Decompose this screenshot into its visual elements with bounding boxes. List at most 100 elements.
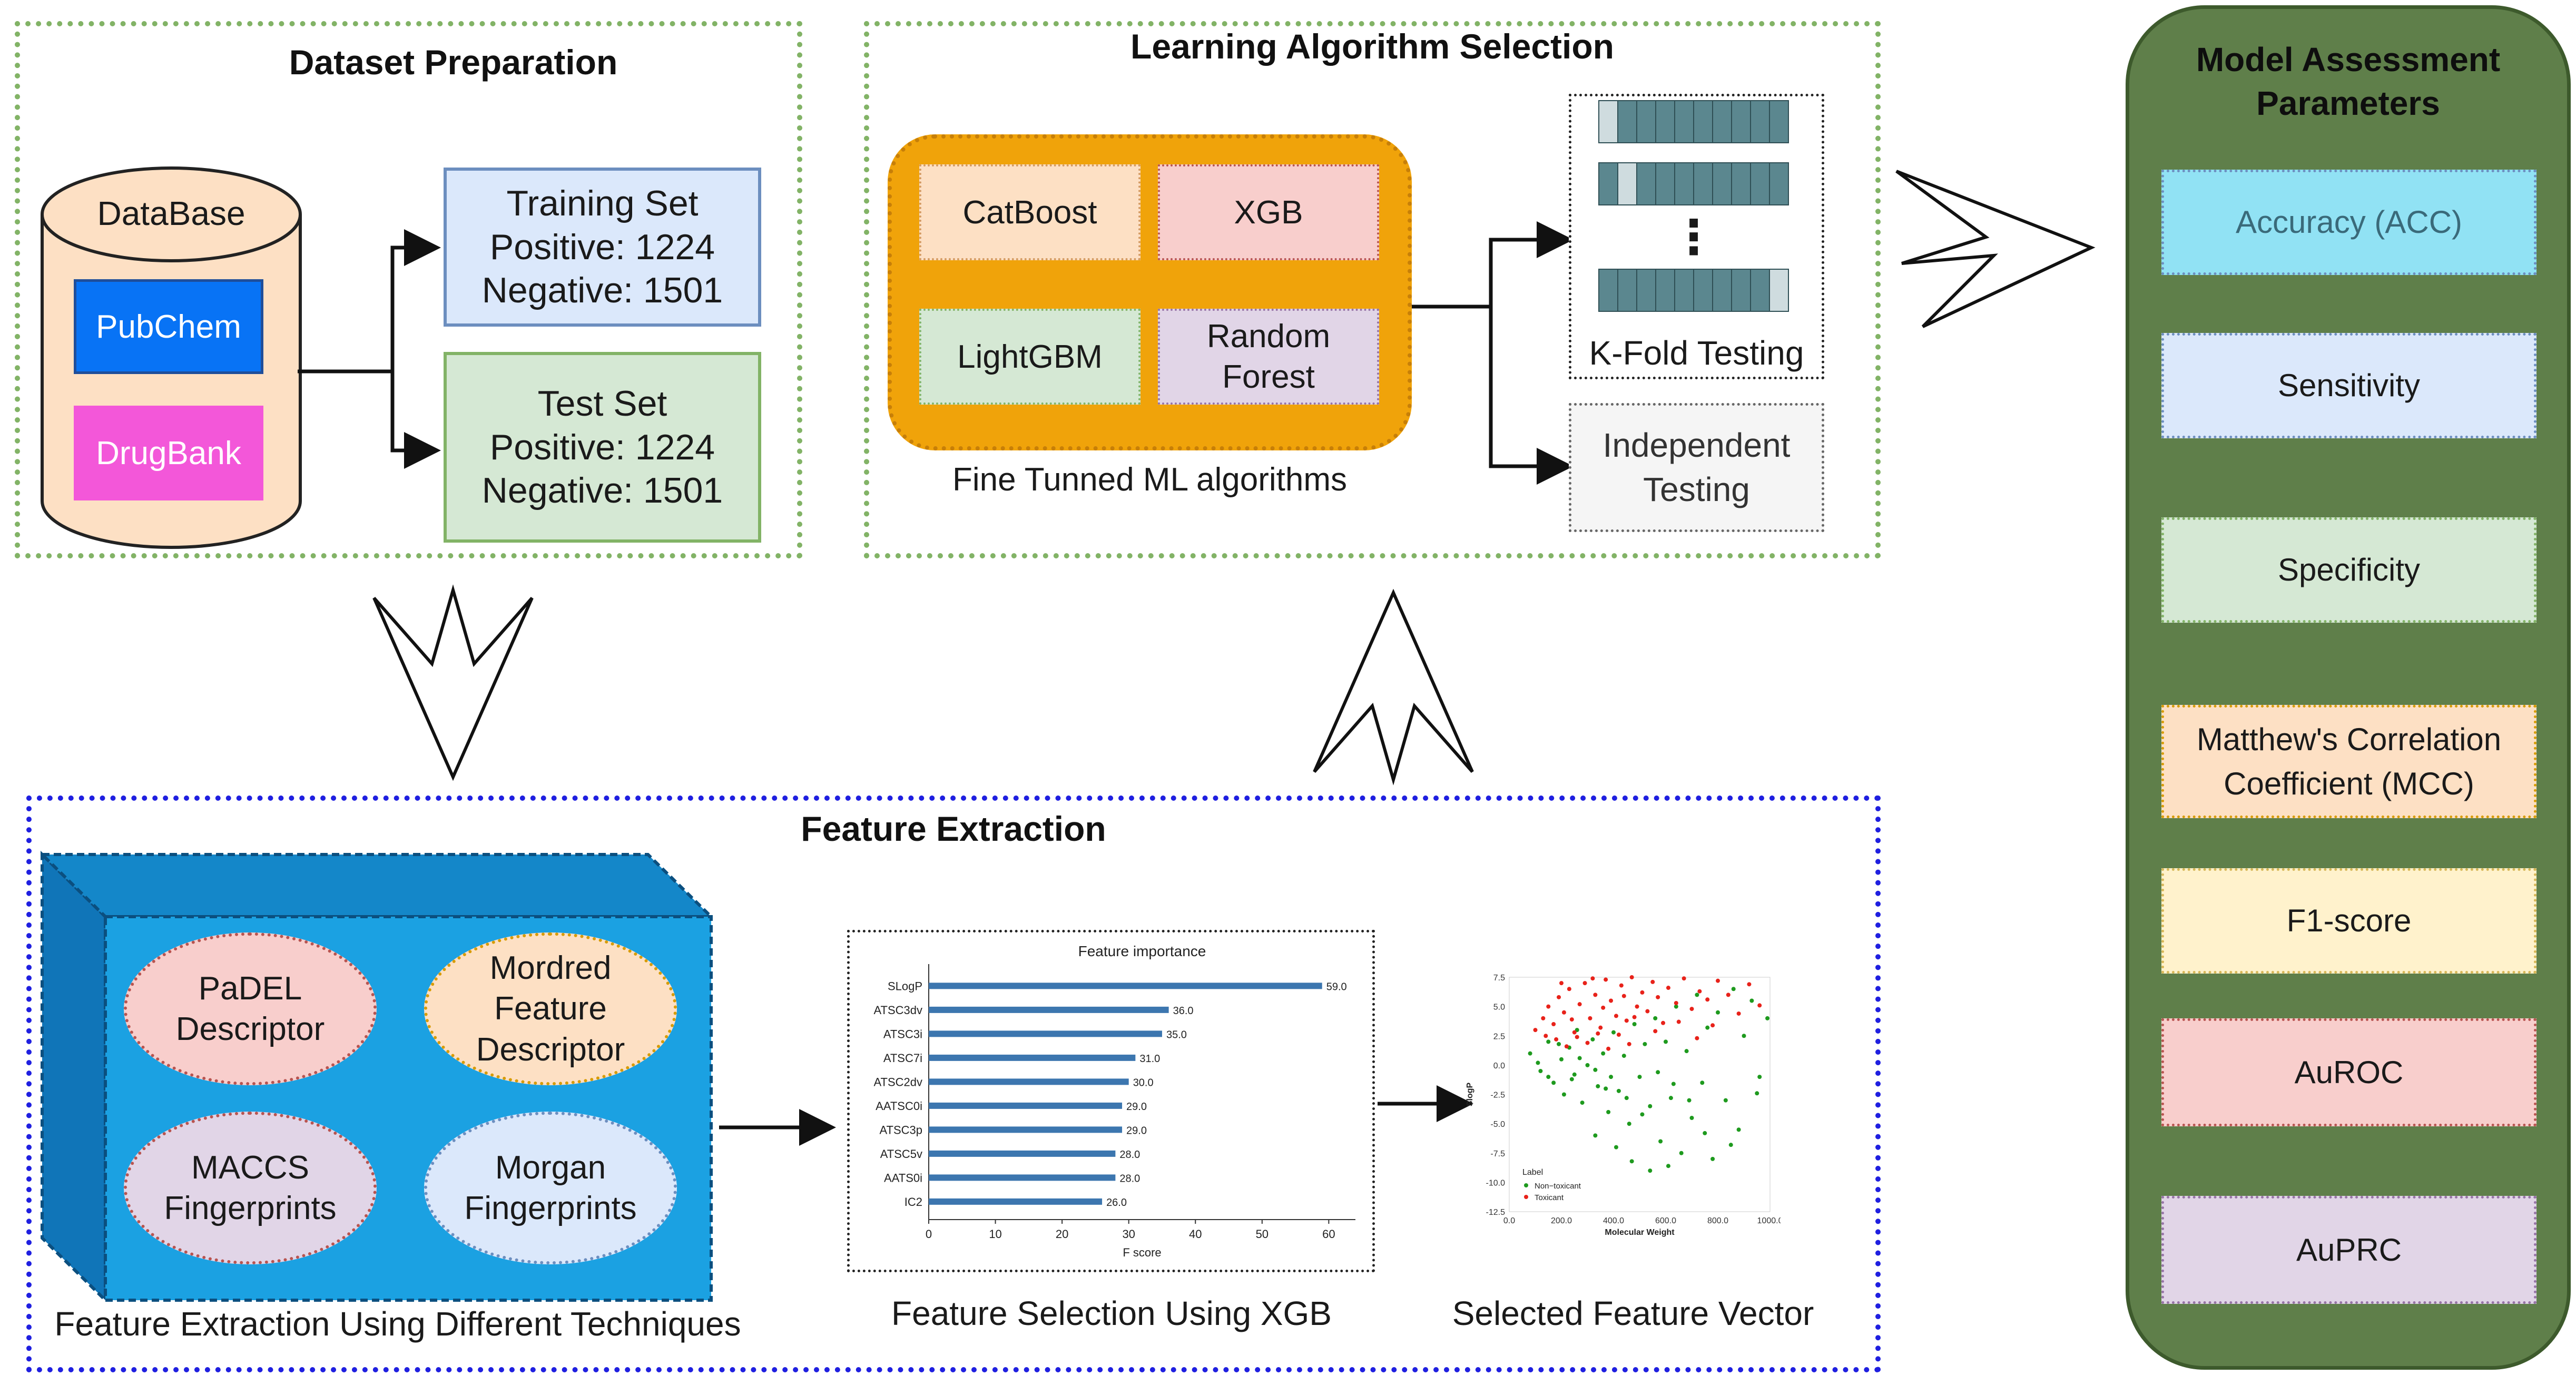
metric-auroc: AuROC bbox=[2161, 1018, 2536, 1126]
non-toxicant-point bbox=[1629, 1159, 1634, 1164]
feature-tick-label: ATSC3dv bbox=[873, 1004, 922, 1017]
kfold-train-fold bbox=[1636, 100, 1656, 143]
toxicant-point bbox=[1747, 982, 1752, 987]
x-tick-label: 1000.0 bbox=[1757, 1216, 1781, 1225]
non-toxicant-point bbox=[1703, 1131, 1707, 1135]
toxicant-point bbox=[1533, 1028, 1538, 1033]
algo-lightgbm: LightGBM bbox=[919, 309, 1140, 405]
chart-title: Feature importance bbox=[1078, 943, 1206, 959]
arrow-to-vector bbox=[1378, 1085, 1473, 1122]
toxicant-point bbox=[1621, 994, 1626, 998]
test-set-title: Test Set bbox=[537, 383, 667, 424]
feature-tick-label: ATSC3i bbox=[883, 1027, 922, 1040]
toxicant-point bbox=[1666, 986, 1670, 990]
y-tick-label: 2.5 bbox=[1493, 1032, 1505, 1041]
feature-tick-label: ATSC3p bbox=[879, 1123, 922, 1136]
non-toxicant-point bbox=[1671, 1082, 1676, 1086]
toxicant-point bbox=[1695, 1036, 1699, 1040]
non-toxicant-point bbox=[1604, 1086, 1608, 1091]
feature-tick-label: IC2 bbox=[904, 1195, 922, 1209]
non-toxicant-point bbox=[1653, 1016, 1658, 1020]
toxicant-point bbox=[1546, 1004, 1551, 1009]
toxicant-point bbox=[1582, 981, 1587, 986]
metric-auprc: AuPRC bbox=[2161, 1196, 2536, 1304]
kfold-train-fold bbox=[1636, 162, 1656, 205]
toxicant-point bbox=[1710, 1023, 1715, 1028]
non-toxicant-point bbox=[1614, 1145, 1618, 1150]
y-tick-label: 0.0 bbox=[1493, 1062, 1505, 1070]
non-toxicant-point bbox=[1590, 1037, 1595, 1042]
arrow-to-feature-extraction bbox=[372, 584, 534, 781]
kfold-train-fold bbox=[1712, 162, 1732, 205]
database-label: DataBase bbox=[97, 194, 245, 232]
scatter-y-label: SlogP bbox=[1466, 1083, 1474, 1107]
non-toxicant-point bbox=[1538, 1069, 1543, 1073]
kfold-train-fold bbox=[1655, 162, 1675, 205]
toxicant-point bbox=[1588, 1016, 1592, 1020]
y-tick-label: -7.5 bbox=[1490, 1150, 1505, 1158]
feature-bar bbox=[929, 1006, 1169, 1013]
kfold-train-fold bbox=[1598, 269, 1618, 312]
non-toxicant-point bbox=[1643, 1042, 1647, 1046]
kfold-train-fold bbox=[1769, 100, 1789, 143]
toxicant-point bbox=[1736, 1011, 1741, 1016]
pubchem-box: PubChem bbox=[74, 279, 263, 374]
legend-marker bbox=[1524, 1183, 1528, 1187]
non-toxicant-point bbox=[1755, 1091, 1759, 1096]
non-toxicant-point bbox=[1742, 1034, 1746, 1038]
arrow-to-learning bbox=[1313, 588, 1474, 785]
feature-tick-label: ATSC2dv bbox=[873, 1075, 922, 1088]
independent-testing-box: Independent Testing bbox=[1569, 403, 1824, 532]
non-toxicant-point bbox=[1632, 1022, 1637, 1026]
legend-entry: Non−toxicant bbox=[1535, 1182, 1581, 1191]
x-tick-label: 30 bbox=[1122, 1227, 1135, 1241]
non-toxicant-point bbox=[1679, 1151, 1684, 1155]
non-toxicant-point bbox=[1624, 1096, 1629, 1101]
learning-panel bbox=[864, 21, 1881, 558]
training-set-negative: Negative: 1501 bbox=[481, 270, 723, 311]
non-toxicant-point bbox=[1596, 1084, 1600, 1088]
non-toxicant-point bbox=[1640, 1112, 1645, 1117]
x-tick-label: 400.0 bbox=[1603, 1216, 1624, 1225]
feature-bar bbox=[929, 1150, 1116, 1157]
kfold-train-fold bbox=[1731, 100, 1751, 143]
metric-accuracy: Accuracy (ACC) bbox=[2161, 170, 2536, 275]
toxicant-point bbox=[1624, 1018, 1629, 1023]
toxicant-point bbox=[1656, 995, 1660, 999]
toxicant-point bbox=[1590, 976, 1595, 981]
toxicant-point bbox=[1632, 1015, 1637, 1019]
dataset-title: Dataset Preparation bbox=[289, 43, 618, 82]
non-toxicant-point bbox=[1736, 1127, 1741, 1132]
non-toxicant-point bbox=[1609, 1075, 1614, 1079]
non-toxicant-point bbox=[1611, 1030, 1616, 1035]
y-tick-label: 7.5 bbox=[1493, 974, 1505, 983]
feature-bar bbox=[929, 1126, 1123, 1133]
y-tick-label: 5.0 bbox=[1493, 1003, 1505, 1012]
non-toxicant-point bbox=[1593, 1067, 1598, 1072]
toxicant-point bbox=[1572, 1030, 1577, 1035]
toxicant-point bbox=[1650, 979, 1655, 984]
non-toxicant-point bbox=[1616, 1088, 1621, 1093]
x-tick-label: 0.0 bbox=[1503, 1216, 1515, 1225]
toxicant-point bbox=[1705, 997, 1710, 1002]
non-toxicant-point bbox=[1557, 1042, 1561, 1046]
toxicant-point bbox=[1557, 995, 1561, 999]
non-toxicant-point bbox=[1723, 1098, 1728, 1103]
feature-bar bbox=[929, 1078, 1129, 1085]
feature-bar bbox=[929, 1198, 1103, 1205]
non-toxicant-point bbox=[1621, 1054, 1626, 1058]
kfold-train-fold bbox=[1693, 269, 1713, 312]
legend-marker bbox=[1524, 1195, 1528, 1199]
toxicant-point bbox=[1567, 987, 1571, 991]
kfold-train-fold bbox=[1693, 100, 1713, 143]
non-toxicant-point bbox=[1561, 1092, 1566, 1097]
kfold-train-fold bbox=[1712, 100, 1732, 143]
toxicant-point bbox=[1645, 1009, 1650, 1014]
non-toxicant-point bbox=[1684, 1049, 1689, 1054]
non-toxicant-point bbox=[1765, 1016, 1770, 1020]
feature-bar bbox=[929, 1030, 1162, 1037]
kfold-test-fold bbox=[1617, 162, 1637, 205]
feature-panel bbox=[26, 795, 1881, 1372]
arrow-to-selection bbox=[719, 1109, 836, 1146]
